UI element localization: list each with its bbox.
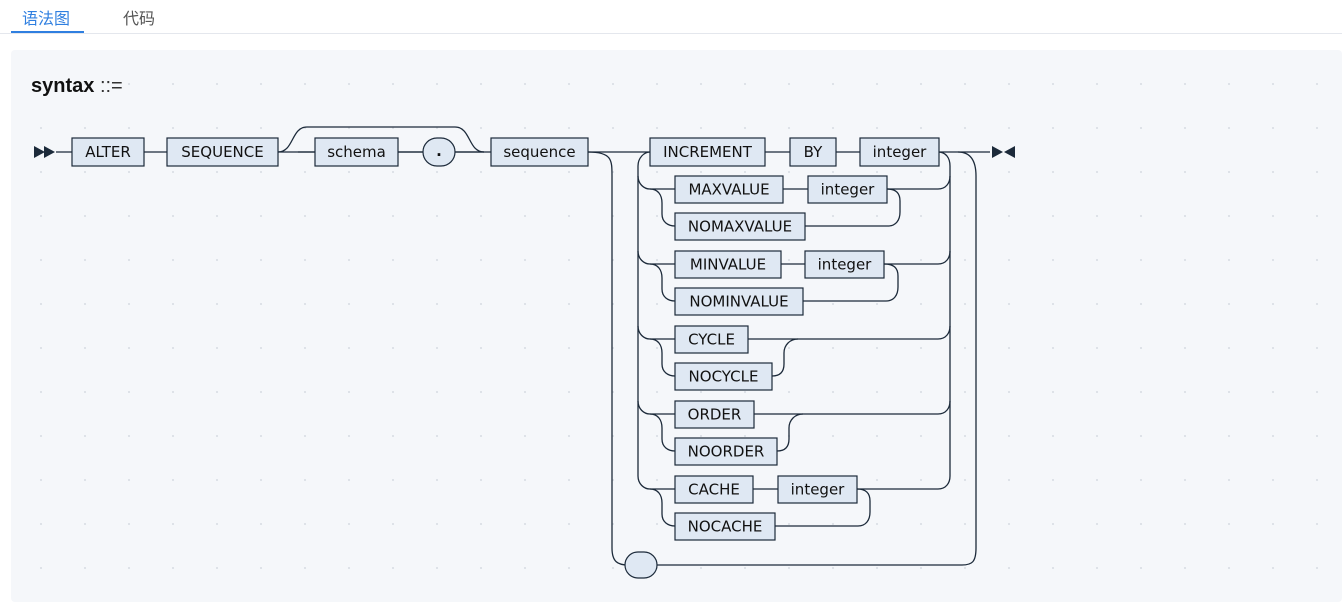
rule-operator: ::=: [99, 75, 123, 97]
keyword-nomaxvalue: NOMAXVALUE: [688, 218, 792, 236]
nonterminal-box-schema: [314, 137, 399, 167]
keyword-maxvalue: MAXVALUE: [688, 181, 769, 199]
keyword-nocache: NOCACHE: [688, 518, 763, 536]
nonterminal-integer: integer: [818, 256, 873, 274]
keyword-by: BY: [804, 143, 823, 161]
nonterminal-schema: schema: [327, 143, 386, 161]
nonterminal-box-sequence: [490, 137, 589, 167]
rule-name: syntax: [31, 75, 95, 97]
keyword-box-nominvalue: [674, 287, 804, 316]
keyword-cache: CACHE: [688, 481, 740, 499]
tab-bar: 语法图 代码: [0, 0, 1342, 34]
terminal-dot: .: [436, 142, 442, 160]
diagram-end-icon: [992, 146, 1015, 158]
repeat-separator: [624, 551, 658, 579]
keyword-box-alter: [71, 137, 145, 167]
nonterminal-box-integer: [777, 475, 858, 504]
nonterminal-integer: integer: [821, 181, 876, 199]
nonterminal-box-integer: [859, 137, 940, 167]
keyword-nocycle: NOCYCLE: [689, 368, 759, 386]
keyword-cycle: CYCLE: [688, 331, 735, 349]
terminal-box-dot: [422, 137, 456, 167]
diagram-start-icon: [34, 146, 55, 158]
nonterminal-integer: integer: [873, 143, 928, 161]
nonterminal-box-integer: [804, 250, 885, 279]
keyword-noorder: NOORDER: [688, 443, 765, 461]
keyword-order: ORDER: [688, 406, 742, 424]
nonterminal-sequence: sequence: [503, 143, 575, 161]
rule-title: syntax ::=: [31, 75, 123, 98]
keyword-increment: INCREMENT: [663, 143, 753, 161]
nonterminal-integer: integer: [791, 481, 846, 499]
diagram-lines: [56, 126, 990, 566]
keyword-box-cycle: [674, 325, 749, 354]
keyword-alter: ALTER: [85, 143, 131, 161]
keyword-box-noorder: [674, 437, 778, 466]
keyword-box-increment: [649, 137, 766, 167]
nonterminal-box-integer: [807, 175, 888, 204]
keyword-nominvalue: NOMINVALUE: [689, 293, 788, 311]
active-tab-indicator: [11, 31, 84, 33]
keyword-box-by: [789, 137, 837, 167]
keyword-box-sequence: [166, 137, 279, 167]
keyword-box-nocycle: [674, 362, 773, 391]
keyword-box-maxvalue: [674, 175, 784, 204]
keyword-sequence: SEQUENCE: [181, 143, 263, 161]
keyword-box-nocache: [674, 512, 776, 541]
keyword-box-order: [674, 400, 755, 429]
keyword-box-nomaxvalue: [674, 212, 806, 241]
tab-code[interactable]: 代码: [123, 9, 156, 28]
keyword-box-minvalue: [674, 250, 782, 279]
keyword-box-cache: [674, 475, 754, 504]
tab-syntax-diagram[interactable]: 语法图: [22, 9, 71, 28]
keyword-minvalue: MINVALUE: [690, 256, 766, 274]
